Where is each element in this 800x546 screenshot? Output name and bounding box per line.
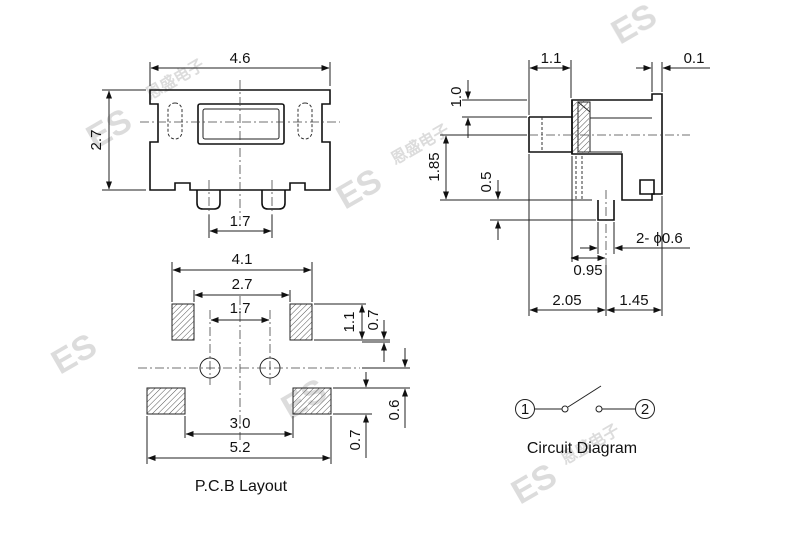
dim-1-85: 1.85 <box>426 152 443 181</box>
dim-0-6: 0.6 <box>386 400 403 421</box>
top-view: 4.6 2.7 1.7 <box>88 50 340 238</box>
dim-2-7: 2.7 <box>232 276 253 293</box>
dim-3-0: 3.0 <box>230 415 251 432</box>
dim-width: 4.6 <box>230 50 251 67</box>
svg-text:ES: ES <box>605 0 663 52</box>
side-view: 1.1 0.1 1.0 1.85 0.5 2- ϕ0.6 0.95 2.05 1… <box>426 50 710 316</box>
pcb-layout: 4.1 2.7 1.7 3.0 5.2 1.1 0.7 0.6 0.7 P.C.… <box>138 251 410 495</box>
circuit-diagram: 1 2 Circuit Diagram <box>515 385 655 457</box>
dim-5-2: 5.2 <box>230 439 251 456</box>
svg-text:恩盛电子: 恩盛电子 <box>143 55 208 103</box>
dim-2-05: 2.05 <box>552 292 581 309</box>
pin1-label: 1 <box>521 401 529 418</box>
svg-text:ES: ES <box>330 161 388 217</box>
circuit-diagram-title: Circuit Diagram <box>527 440 637 457</box>
dim-0-7-top: 0.7 <box>365 310 382 331</box>
dim-1-7: 1.7 <box>230 300 251 317</box>
dim-1-1: 1.1 <box>541 50 562 67</box>
pin2-label: 2 <box>641 401 649 418</box>
dim-1-0: 1.0 <box>448 87 465 108</box>
dim-1-1: 1.1 <box>341 312 358 333</box>
switch-lever <box>567 385 602 408</box>
dim-0-5: 0.5 <box>478 172 495 193</box>
pin2-circle <box>635 399 655 419</box>
dim-4-1: 4.1 <box>232 251 253 268</box>
dim-0-1: 0.1 <box>684 50 705 67</box>
svg-text:ES: ES <box>505 456 563 512</box>
dim-pin-pitch: 1.7 <box>230 213 251 230</box>
dim-0-7-bottom: 0.7 <box>347 430 364 451</box>
dim-1-45: 1.45 <box>619 292 648 309</box>
svg-text:ES: ES <box>45 326 103 382</box>
dim-height: 2.7 <box>88 130 105 151</box>
pcb-layout-title: P.C.B Layout <box>195 478 288 495</box>
dim-pin-dia: 2- ϕ0.6 <box>636 230 683 247</box>
dim-0-95: 0.95 <box>573 262 602 279</box>
